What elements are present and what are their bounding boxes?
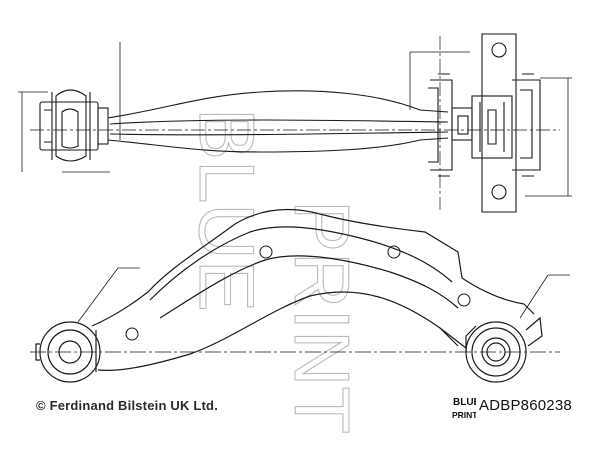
top-view xyxy=(18,33,572,213)
watermark-line-1: BLUE xyxy=(183,108,271,312)
top-dimension-lines xyxy=(18,42,572,197)
left-bushing-side xyxy=(35,321,101,383)
part-number: ADBP860238 xyxy=(479,397,572,414)
logo-mark: BLUE PRINT xyxy=(452,397,481,420)
brand-watermark: BLUE PRINT xyxy=(182,107,366,434)
arm-body-side xyxy=(91,208,535,372)
right-bushing-side xyxy=(465,316,543,383)
side-holes xyxy=(125,245,471,341)
leader-right xyxy=(519,274,549,319)
logo-line-1: BLUE xyxy=(453,397,476,408)
watermark-line-2: PRINT xyxy=(278,200,366,434)
copyright-notice: © Ferdinand Bilstein UK Ltd. xyxy=(36,398,219,413)
logo-line-2: PRINT xyxy=(452,410,476,420)
leader-left xyxy=(77,267,119,323)
right-mount-top xyxy=(428,33,541,213)
arm-body-top xyxy=(107,90,449,153)
side-view xyxy=(30,208,570,383)
left-bushing-top xyxy=(39,89,109,162)
blueprint-logo: BLUE PRINT xyxy=(452,393,481,427)
